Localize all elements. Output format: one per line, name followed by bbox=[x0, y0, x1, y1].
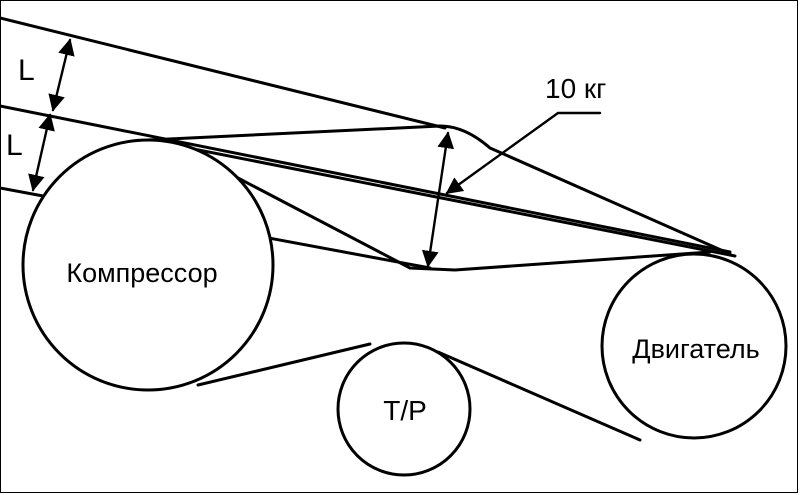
compressor-label: Компрессор bbox=[66, 258, 217, 288]
dimension-arrow-lower bbox=[28, 113, 55, 192]
belt-compressor-tp bbox=[196, 342, 372, 387]
reference-line-middle bbox=[0, 104, 732, 254]
force-label: 10 кг bbox=[545, 73, 606, 104]
dimension-label-upper: L bbox=[18, 54, 35, 87]
tp-label: Т/Р bbox=[383, 395, 427, 426]
compressor-pulley bbox=[21, 138, 275, 392]
dimension-label-lower: L bbox=[6, 129, 23, 162]
engine-label: Двигатель bbox=[632, 334, 759, 364]
belt-deflected-lower bbox=[236, 176, 712, 272]
reference-line-top bbox=[0, 16, 447, 130]
dimension-arrow-upper bbox=[48, 38, 75, 112]
deflection-arrow bbox=[421, 131, 455, 268]
engine-pulley bbox=[600, 252, 788, 440]
belt-deflected-upper bbox=[146, 124, 732, 256]
tp-pulley bbox=[336, 341, 472, 477]
force-leader-line bbox=[445, 111, 602, 195]
belt-tp-engine bbox=[436, 350, 642, 442]
